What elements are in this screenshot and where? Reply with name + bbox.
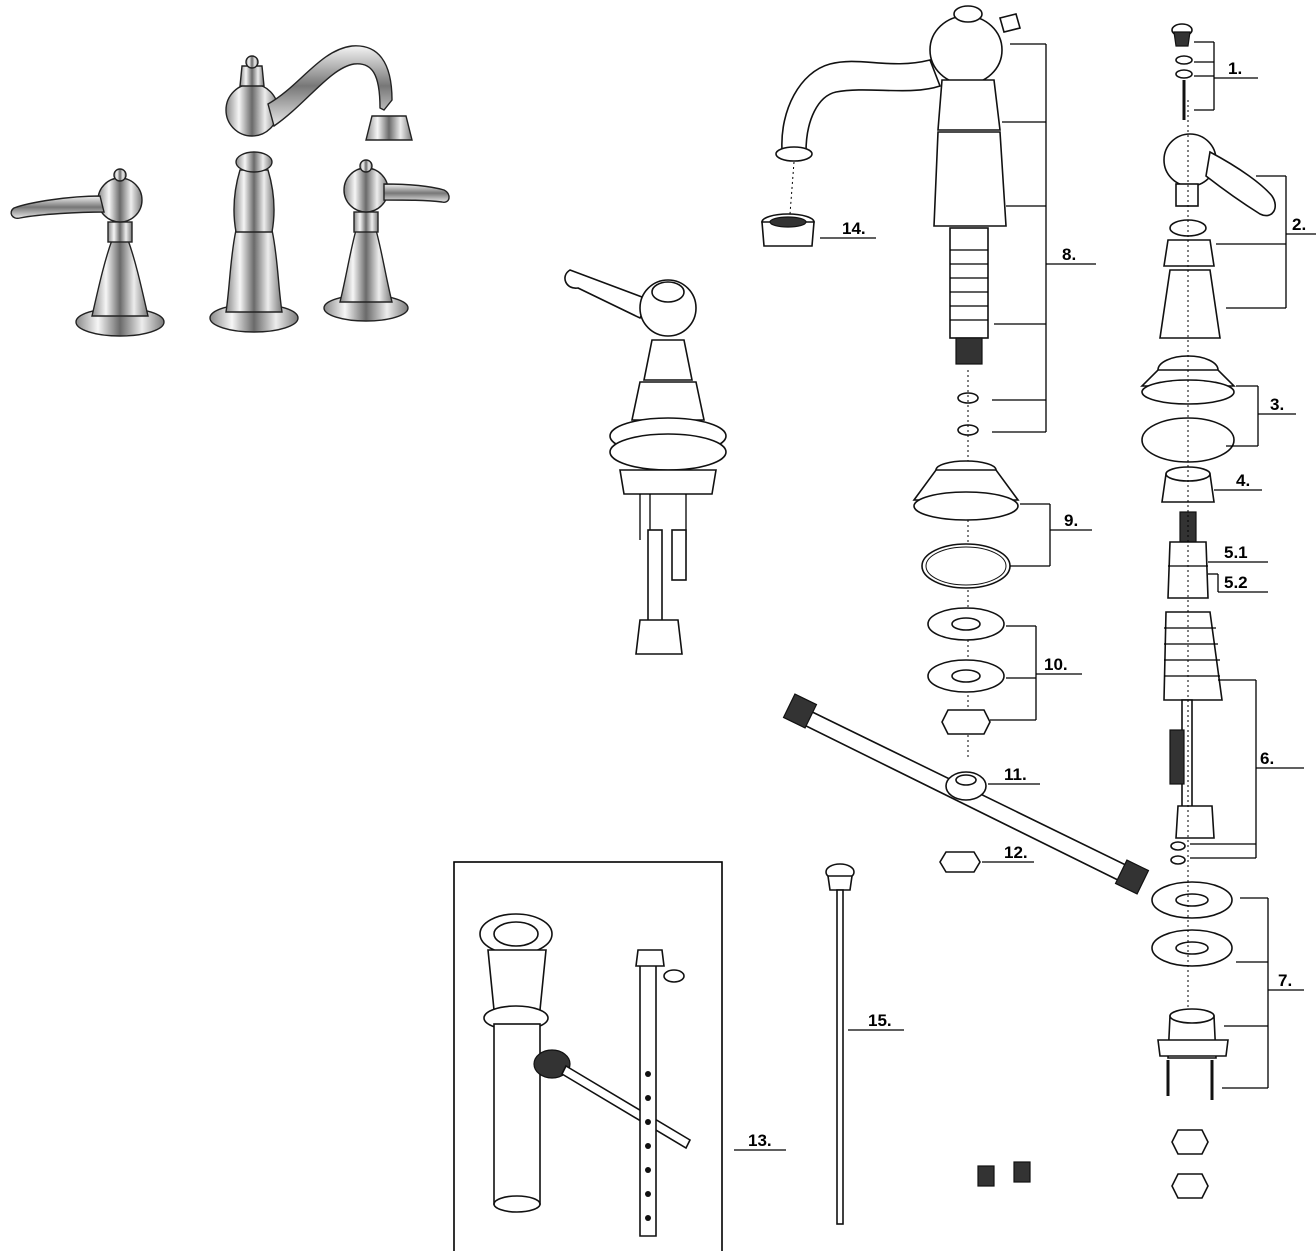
callout-labels: 1. 2. 3. 4. 5.1 5.2 6. 7. 8. 9. 10. 11. … — [748, 59, 1306, 1150]
index-cap — [1173, 31, 1191, 47]
spout-arm — [781, 59, 942, 153]
callout-3: 3. — [1270, 395, 1284, 414]
callout-11: 11. — [1004, 765, 1027, 784]
supply-nut-2 — [1171, 1173, 1209, 1199]
callout-8: 8. — [1062, 245, 1076, 264]
callout-4: 4. — [1236, 471, 1250, 490]
drain-tailpiece — [493, 1023, 541, 1205]
tee-nut — [939, 851, 981, 873]
left-handle-assembly — [10, 168, 165, 337]
callout-15: 15. — [868, 1011, 892, 1030]
callout-9: 9. — [1064, 511, 1078, 530]
callout-2: 2. — [1292, 215, 1306, 234]
handle-escutcheon — [1159, 269, 1221, 339]
tee-connector-hose — [782, 693, 1150, 895]
handle-assembly-line-drawing — [564, 269, 727, 655]
callout-5-1: 5.1 — [1224, 543, 1248, 562]
valve-body — [1163, 611, 1223, 701]
right-handle-assembly — [323, 159, 450, 322]
callout-12: 12. — [1004, 843, 1028, 862]
spout-mount-nut — [941, 709, 991, 735]
popup-drain-inset — [453, 861, 723, 1251]
callout-13: 13. — [748, 1131, 772, 1150]
spout-body-column — [937, 79, 1001, 131]
spout-base-flange — [912, 469, 1020, 501]
callout-6: 6. — [1260, 749, 1274, 768]
spout-ball-hub — [929, 15, 1003, 85]
spout-threaded-shank — [949, 227, 989, 339]
assembled-faucet-image — [10, 45, 450, 337]
callout-5-2: 5.2 — [1224, 573, 1248, 592]
spout-base-gasket — [921, 543, 1011, 589]
spout-body-assembly — [209, 45, 413, 333]
lever-handle-arm — [1205, 150, 1276, 217]
supply-nut-1 — [1171, 1129, 1209, 1155]
callout-7: 7. — [1278, 971, 1292, 990]
lift-rod — [825, 863, 855, 1225]
valve-exploded-parts — [1140, 23, 1276, 1199]
hole-plugs — [977, 1161, 1031, 1187]
callout-10: 10. — [1044, 655, 1068, 674]
leader-lines — [734, 41, 1316, 1151]
spout-exploded-parts — [761, 5, 1150, 895]
callout-1: 1. — [1228, 59, 1242, 78]
callout-14: 14. — [842, 219, 866, 238]
